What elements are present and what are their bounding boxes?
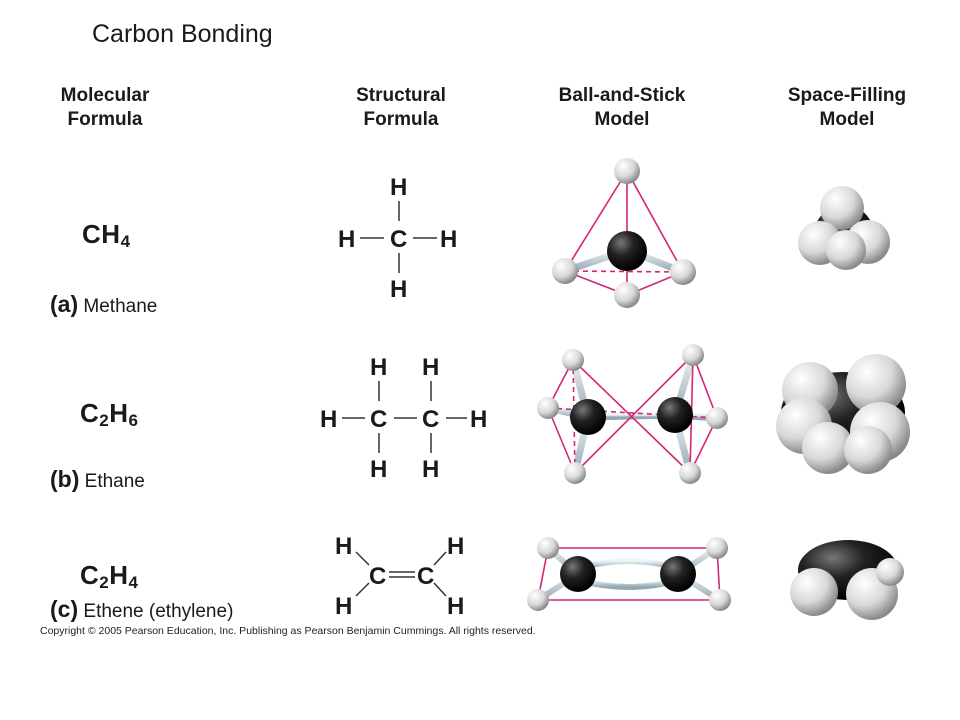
formula-ethene: C2H4 (80, 560, 139, 592)
page-title: Carbon Bonding (92, 20, 273, 48)
svg-text:H: H (320, 406, 337, 433)
svg-text:H: H (422, 456, 439, 483)
svg-text:C: C (390, 226, 407, 253)
space-filling-methane (798, 186, 890, 270)
ball-stick-ethane (537, 344, 728, 484)
svg-text:H: H (422, 354, 439, 381)
copyright-notice: Copyright © 2005 Pearson Education, Inc.… (40, 625, 536, 637)
formula-ethane: C2H6 (80, 398, 139, 430)
space-filling-ethene (790, 540, 904, 620)
svg-text:H: H (447, 593, 464, 620)
svg-text:H: H (447, 533, 464, 560)
svg-text:C: C (422, 406, 439, 433)
space-filling-ethane (776, 354, 910, 474)
ball-stick-methane (552, 158, 696, 308)
svg-text:C: C (370, 406, 387, 433)
structural-formula-ethene: H H C C H H (335, 533, 464, 620)
svg-text:H: H (335, 593, 352, 620)
row-label-ethene: (c) Ethene (ethylene) (50, 596, 234, 622)
svg-text:C: C (369, 563, 386, 590)
svg-text:H: H (370, 354, 387, 381)
formula-methane: CH4 (82, 219, 131, 251)
svg-text:C: C (417, 563, 434, 590)
ball-stick-ethene (527, 537, 731, 611)
svg-text:H: H (370, 456, 387, 483)
svg-text:H: H (440, 226, 457, 253)
svg-text:H: H (338, 226, 355, 253)
svg-text:H: H (470, 406, 487, 433)
structural-formula-methane: H H C H H (338, 174, 457, 303)
structural-formula-ethane: H H H C C H H H (320, 354, 487, 483)
row-label-methane: (a) Methane (50, 291, 158, 317)
svg-text:H: H (390, 174, 407, 201)
svg-text:H: H (335, 533, 352, 560)
row-label-ethane: (b) Ethane (50, 466, 145, 492)
svg-text:H: H (390, 276, 407, 303)
